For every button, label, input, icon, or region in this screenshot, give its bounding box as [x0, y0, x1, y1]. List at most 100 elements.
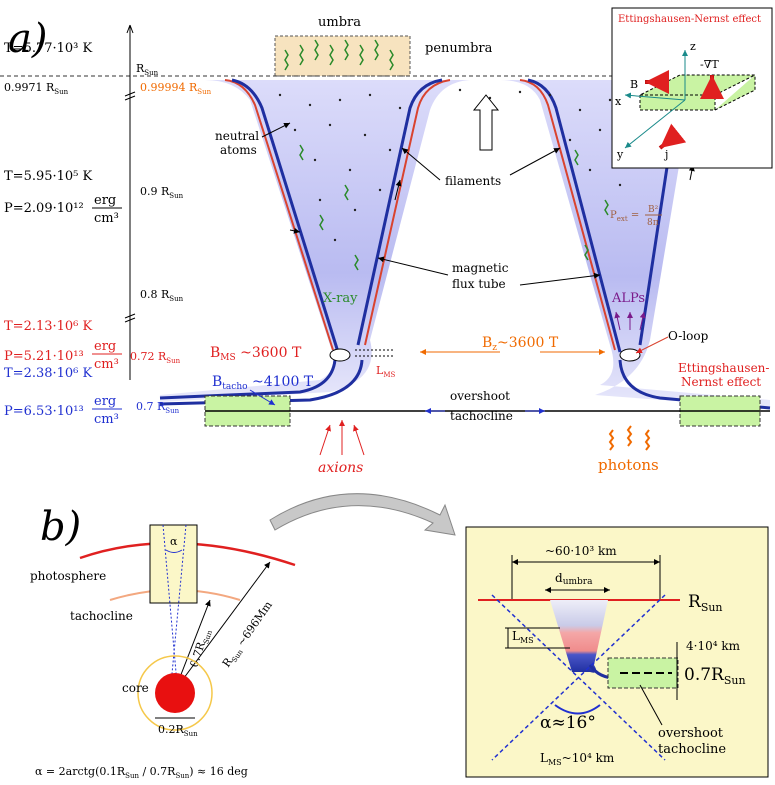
- alpha-small: α: [170, 535, 178, 548]
- r02-label: 0.2RSun: [158, 723, 198, 738]
- r09-scale: 0.9 RSun: [140, 185, 184, 200]
- alpha-arc-small: [165, 549, 183, 553]
- cm3-2: cm³: [94, 211, 119, 226]
- tachocline-label-b: tachocline: [70, 609, 133, 623]
- r072-scale: 0.72 RSun: [130, 350, 181, 365]
- core-outer: [137, 655, 213, 731]
- green-filaments: [284, 39, 609, 271]
- magnetic-label: magnetic: [452, 261, 509, 275]
- cone-line-2: [169, 524, 187, 696]
- alpha-formula: α = 2arctg(0.1RSun / 0.7RSun) ≈ 16 deg: [35, 765, 248, 780]
- overshoot-leader: [639, 684, 663, 726]
- r099994-scale: 0.99994 RSun: [140, 81, 212, 96]
- zoom-rect: [149, 524, 198, 604]
- p4-label: P=6.53·10¹³: [4, 404, 84, 419]
- filaments-arrow-right: [509, 147, 561, 176]
- four-label: 4·10⁴ km: [686, 639, 741, 653]
- left-scale: [124, 24, 136, 380]
- t1-label: T=5.77·10³ K: [4, 41, 93, 56]
- filaments-arrow-left: [401, 147, 441, 181]
- r08-scale: 0.8 RSun: [140, 288, 184, 303]
- umbra-label: umbra: [318, 15, 361, 30]
- lms-eq-label: LMS~10⁴ km: [540, 751, 615, 767]
- oloop-label: O-loop: [668, 329, 709, 343]
- btacho-label: Btacho ~4100 T: [212, 374, 314, 392]
- lms-inset-label: LMS: [512, 629, 534, 645]
- en-b: B: [630, 78, 638, 91]
- r0997-label: 0.9971 RSun: [4, 81, 69, 96]
- tachocline-inset-label: tachocline: [658, 742, 726, 757]
- en-gradt: -∇T: [700, 58, 719, 71]
- en-j-arrow: [658, 123, 687, 150]
- erg-2: erg: [94, 193, 116, 208]
- p2-label: P=2.09·10¹²: [4, 201, 84, 216]
- umbra-box: [274, 35, 411, 77]
- t2-label: T=5.95·10⁵ K: [4, 169, 93, 184]
- rsun-label: RSun ~696Mm: [220, 598, 277, 671]
- en-z: z: [690, 40, 696, 53]
- dumbra-label: dumbra: [555, 571, 593, 587]
- up-arrow: [472, 94, 500, 151]
- en-x: x: [615, 95, 622, 108]
- photons-label: photons: [598, 456, 659, 474]
- lms-label: LMS: [376, 364, 395, 379]
- rsun-scale: RSun: [136, 62, 159, 77]
- tube-arrow-right: [519, 272, 601, 286]
- en-inset-title: Ettingshausen-Nernst effect: [618, 14, 761, 25]
- flux-tube-label: flux tube: [452, 277, 506, 291]
- overshoot-inset-label: overshoot: [658, 726, 724, 741]
- en-label-2: Nernst effect: [681, 375, 761, 389]
- cone-line-1: [162, 524, 179, 696]
- alps-label: ALPs: [611, 291, 645, 306]
- neutral-arrow: [261, 122, 291, 138]
- bms-label: BMS ~3600 T: [210, 345, 302, 363]
- eightpi-label: 8π: [647, 218, 659, 228]
- alpha-inset-label: α≈16°: [540, 713, 596, 733]
- photon-squiggles: [608, 425, 651, 451]
- erg-4: erg: [94, 394, 116, 409]
- oloop-arrow: [635, 336, 669, 354]
- rsun-line: [174, 561, 271, 691]
- panel-a-label: a): [8, 16, 47, 62]
- b2-label: B²: [648, 205, 659, 215]
- xray-label: X-ray: [323, 291, 358, 306]
- penumbra-label: penumbra: [425, 41, 493, 56]
- cm3-4: cm³: [94, 412, 119, 427]
- rsun-inset-label: RSun: [688, 592, 723, 614]
- t4-label: T=2.38·10⁶ K: [4, 366, 93, 381]
- p3-label: P=5.21·10¹³: [4, 349, 84, 364]
- r07-scale: 0.7 RSun: [136, 400, 180, 415]
- core: [155, 673, 195, 713]
- alpha-arc: [554, 704, 601, 715]
- overshoot-label: overshoot: [450, 389, 510, 403]
- width-label: ~60·10³ km: [545, 544, 617, 558]
- axions-label: axions: [318, 460, 363, 476]
- zoom-arrow: [269, 493, 456, 536]
- core-label: core: [122, 681, 149, 695]
- cm3-3: cm³: [94, 357, 119, 372]
- en-j: j: [663, 148, 668, 161]
- t3-label: T=2.13·10⁶ K: [4, 319, 93, 334]
- filaments-label: filaments: [445, 174, 501, 188]
- tacho-box-inset: [607, 657, 679, 689]
- en-label-1: Ettingshausen-: [678, 361, 769, 375]
- erg-3: erg: [94, 339, 116, 354]
- panel-b-label: b): [40, 504, 81, 550]
- btacho-arrow: [249, 389, 276, 406]
- photosphere-label: photosphere: [30, 569, 106, 583]
- cone-shape: [550, 600, 608, 673]
- axion-arrows: [319, 420, 365, 456]
- r07-inset-label: 0.7RSun: [684, 665, 746, 687]
- tachocline-label: tachocline: [450, 409, 513, 423]
- pext-label: Pext =: [610, 210, 639, 223]
- zoom-inset: [465, 526, 769, 778]
- bz-label: Bz~3600 T: [482, 335, 559, 353]
- en-axes: [624, 50, 688, 149]
- left-flux-tube: [159, 78, 470, 406]
- tube-arrow-left: [377, 256, 449, 276]
- alps-arrows: [614, 311, 646, 331]
- xline-2: [491, 594, 666, 761]
- en-y: y: [616, 148, 624, 161]
